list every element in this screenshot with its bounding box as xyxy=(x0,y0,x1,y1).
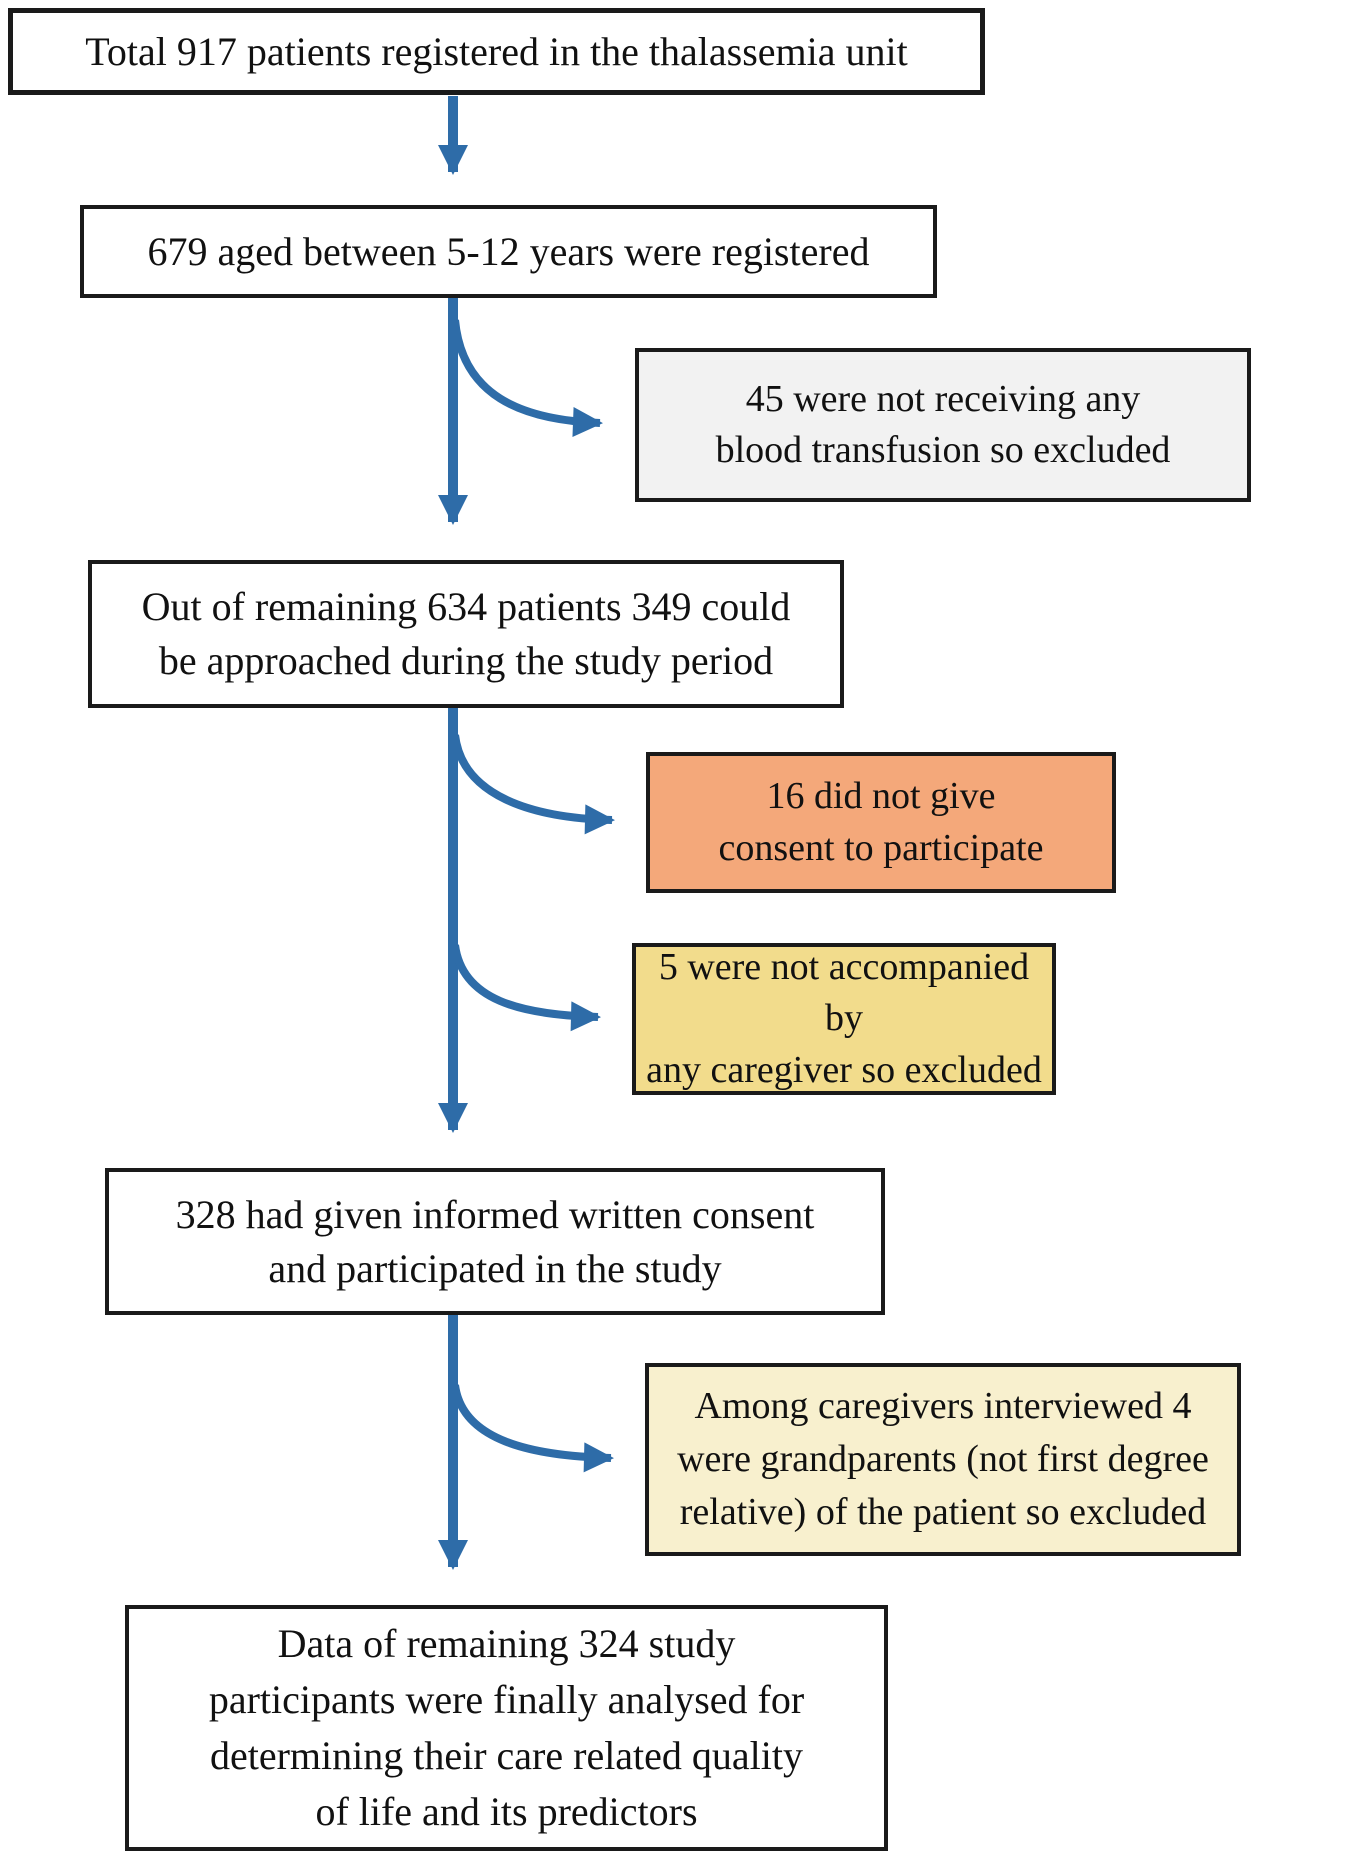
exclusion-box-no-consent-text: 16 did not give consent to participate xyxy=(718,775,1044,869)
flow-box-consented-text: 328 had given informed written consent a… xyxy=(175,1191,815,1291)
flow-box-approached: Out of remaining 634 patients 349 could … xyxy=(88,560,844,708)
exclusion-box-no-transfusion: 45 were not receiving any blood transfus… xyxy=(635,348,1251,502)
flow-box-consented: 328 had given informed written consent a… xyxy=(105,1168,885,1315)
arrow-branch-no-consent xyxy=(451,734,615,835)
flow-box-age-5-12-text: 679 aged between 5-12 years were registe… xyxy=(147,228,870,274)
flow-box-analysed: Data of remaining 324 study participants… xyxy=(125,1605,888,1851)
exclusion-box-grandparents-text: Among caregivers interviewed 4 were gran… xyxy=(677,1384,1209,1534)
exclusion-box-no-caregiver: 5 were not accompanied by any caregiver … xyxy=(632,943,1056,1095)
arrow-branch-no-transfusion xyxy=(451,319,603,437)
flow-box-total-registered-text: Total 917 patients registered in the tha… xyxy=(85,28,908,74)
flow-box-approached-text: Out of remaining 634 patients 349 could … xyxy=(141,584,791,683)
exclusion-box-grandparents: Among caregivers interviewed 4 were gran… xyxy=(645,1363,1241,1556)
flow-box-analysed-text: Data of remaining 324 study participants… xyxy=(208,1621,805,1834)
exclusion-box-no-consent: 16 did not give consent to participate xyxy=(646,752,1116,893)
arrow-branch-grandparents xyxy=(451,1384,614,1473)
flow-box-age-5-12: 679 aged between 5-12 years were registe… xyxy=(80,205,937,298)
arrow-branch-no-caregiver xyxy=(451,944,601,1032)
exclusion-box-no-transfusion-text: 45 were not receiving any blood transfus… xyxy=(715,377,1171,471)
flow-box-total-registered: Total 917 patients registered in the tha… xyxy=(8,8,985,95)
exclusion-box-no-caregiver-text: 5 were not accompanied by any caregiver … xyxy=(646,946,1042,1091)
